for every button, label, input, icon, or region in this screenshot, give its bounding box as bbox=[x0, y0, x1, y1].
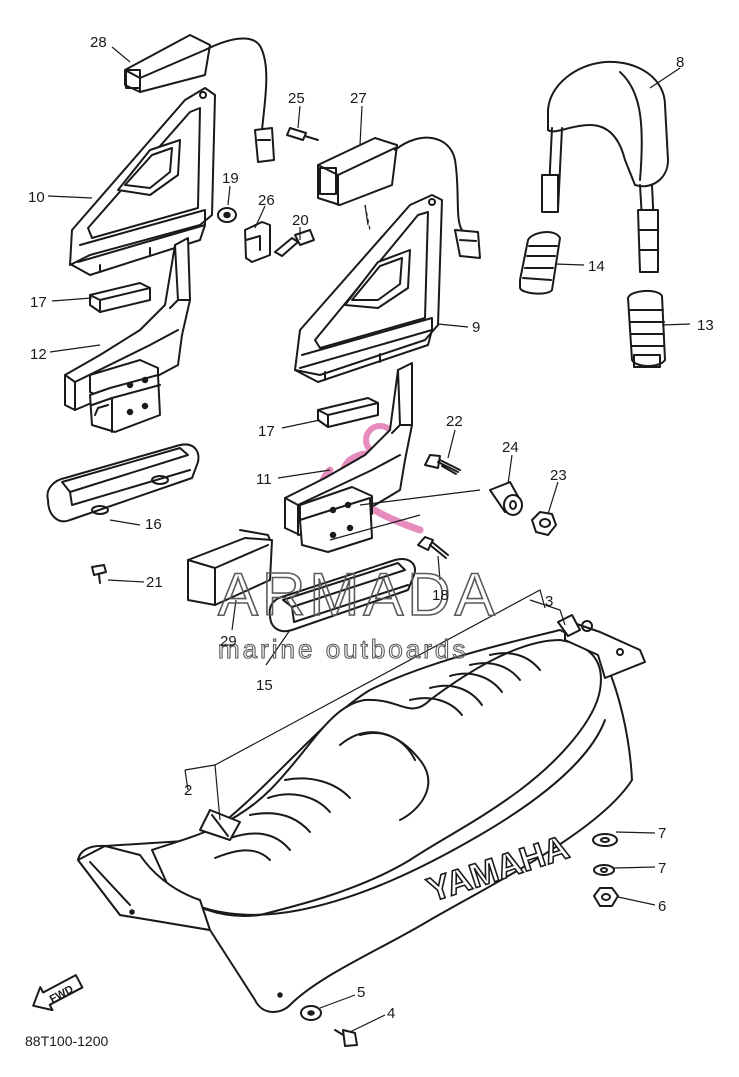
left-pad-16 bbox=[46, 443, 200, 523]
leader-lines bbox=[47, 46, 691, 1033]
label-18: 18 bbox=[432, 587, 449, 604]
collar-24 bbox=[489, 481, 523, 516]
screw-21 bbox=[91, 564, 107, 584]
label-7-bottom: 7 bbox=[658, 860, 666, 877]
bolt-22 bbox=[424, 454, 461, 475]
label-8: 8 bbox=[676, 54, 684, 71]
label-19: 19 bbox=[222, 170, 239, 187]
collar-19 bbox=[217, 207, 237, 223]
label-15: 15 bbox=[256, 677, 273, 694]
switch-27 bbox=[317, 136, 481, 259]
label-27: 27 bbox=[350, 90, 367, 107]
nut-6 bbox=[593, 887, 619, 907]
watermark-title: ARMADA bbox=[218, 561, 499, 628]
left-armrest-panel bbox=[69, 87, 216, 276]
label-7-top: 7 bbox=[658, 825, 666, 842]
label-17-right: 17 bbox=[258, 423, 275, 440]
fwd-arrow-icon bbox=[32, 974, 84, 1012]
label-20: 20 bbox=[292, 212, 309, 229]
cover-29 bbox=[187, 529, 273, 606]
part-number-labels: 28 10 17 12 16 21 19 26 20 25 27 9 8 14 … bbox=[28, 34, 714, 1022]
label-21: 21 bbox=[146, 574, 163, 591]
label-10: 10 bbox=[28, 189, 45, 206]
label-28: 28 bbox=[90, 34, 107, 51]
label-11: 11 bbox=[256, 471, 272, 488]
boot-13 bbox=[627, 290, 666, 368]
label-14: 14 bbox=[588, 258, 605, 275]
washer-7a bbox=[592, 833, 618, 847]
bolt-20 bbox=[274, 229, 315, 257]
washer-7b bbox=[593, 864, 615, 876]
switch-28 bbox=[124, 34, 275, 163]
seat-assembly bbox=[77, 614, 646, 1013]
left-bracket-12 bbox=[64, 237, 191, 433]
diagram-code: 88T100-1200 bbox=[25, 1033, 109, 1049]
label-4: 4 bbox=[387, 1005, 395, 1022]
bolt-18 bbox=[417, 536, 449, 559]
bolt-4 bbox=[334, 1029, 358, 1047]
label-26: 26 bbox=[258, 192, 275, 209]
label-3: 3 bbox=[545, 593, 553, 610]
label-12: 12 bbox=[30, 346, 47, 363]
backrest-8 bbox=[541, 60, 669, 273]
label-13: 13 bbox=[697, 317, 714, 334]
right-armrest-panel bbox=[294, 194, 443, 383]
label-2: 2 bbox=[184, 782, 192, 799]
label-23: 23 bbox=[550, 467, 567, 484]
watermark-subtitle: marine outboards bbox=[218, 634, 468, 664]
right-spacer-17 bbox=[317, 397, 379, 428]
label-17-left: 17 bbox=[30, 294, 47, 311]
label-6: 6 bbox=[658, 898, 666, 915]
clip-26 bbox=[244, 221, 271, 263]
right-bracket-11 bbox=[284, 362, 413, 553]
nut-23 bbox=[531, 511, 557, 536]
fwd-label: FWD bbox=[48, 983, 76, 1005]
screw-25 bbox=[286, 127, 319, 141]
boot-14 bbox=[519, 231, 561, 295]
label-5: 5 bbox=[357, 984, 365, 1001]
label-24: 24 bbox=[502, 439, 519, 456]
washer-5 bbox=[300, 1005, 322, 1021]
label-16: 16 bbox=[145, 516, 162, 533]
label-25: 25 bbox=[288, 90, 305, 107]
left-spacer-17 bbox=[89, 282, 151, 313]
right-pad-15 bbox=[268, 558, 416, 633]
label-9: 9 bbox=[472, 319, 480, 336]
label-22: 22 bbox=[446, 413, 463, 430]
label-29: 29 bbox=[220, 633, 237, 650]
